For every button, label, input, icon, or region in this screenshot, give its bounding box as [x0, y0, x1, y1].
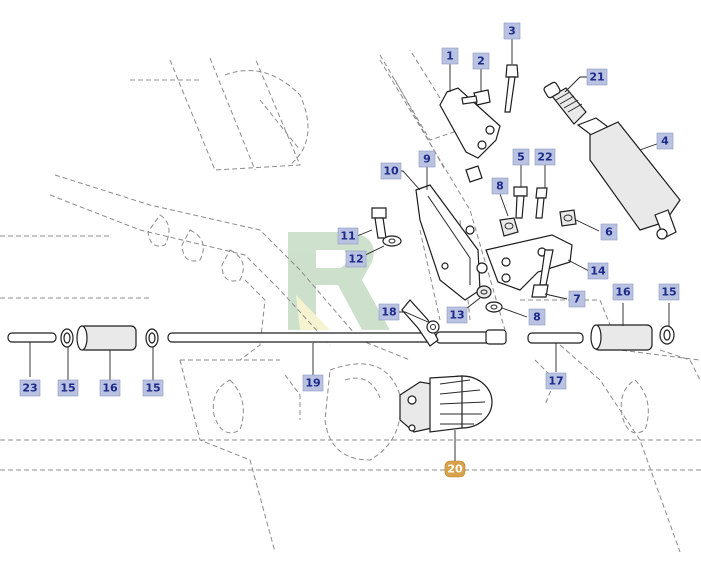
- callout-9: 9: [418, 150, 436, 168]
- svg-text:8: 8: [533, 311, 541, 324]
- callout-15-right: 15: [658, 283, 680, 301]
- shaft-17: [527, 332, 584, 344]
- callout-19: 19: [302, 374, 324, 392]
- callout-13: 13: [446, 306, 468, 324]
- svg-text:21: 21: [589, 71, 604, 84]
- plate-14: [485, 234, 573, 291]
- svg-text:9: 9: [423, 153, 431, 166]
- svg-text:16: 16: [102, 382, 118, 395]
- svg-text:23: 23: [22, 382, 37, 395]
- svg-text:18: 18: [381, 306, 396, 319]
- bushing-16-right: [590, 324, 653, 351]
- callout-labels: 1 2 3 21 4 9 10 5 22 8 6 11 12 14 7 13 8…: [19, 22, 680, 478]
- svg-text:5: 5: [517, 151, 525, 164]
- washer-8-lower: [485, 301, 503, 313]
- callout-17: 17: [545, 372, 567, 390]
- svg-text:3: 3: [508, 25, 516, 38]
- callout-7: 7: [568, 290, 586, 308]
- nut-13: [476, 285, 492, 299]
- callout-4: 4: [656, 132, 674, 150]
- fitting-21: [543, 81, 587, 125]
- bushing-16-left: [76, 325, 137, 351]
- bolt-11: [371, 207, 387, 239]
- callout-16-right: 16: [612, 283, 634, 301]
- dashed-background-frame: [0, 49, 701, 553]
- callout-22: 22: [534, 148, 556, 166]
- callout-10: 10: [380, 162, 402, 180]
- callout-5: 5: [512, 148, 530, 166]
- bolt-22: [535, 187, 548, 219]
- svg-text:6: 6: [605, 226, 613, 239]
- motor-20: [399, 375, 493, 433]
- svg-text:4: 4: [661, 135, 669, 148]
- shaft-19: [167, 332, 437, 343]
- callout-20-highlight[interactable]: 20: [444, 460, 466, 478]
- svg-text:20: 20: [447, 463, 463, 476]
- svg-text:10: 10: [383, 165, 399, 178]
- bolt-2: [461, 89, 491, 106]
- bracket-1: [439, 87, 501, 183]
- bracket-9-10: [415, 184, 488, 301]
- svg-text:15: 15: [145, 382, 160, 395]
- shaft-23: [7, 332, 57, 343]
- nut-6: [559, 209, 577, 227]
- callout-21: 21: [586, 68, 608, 86]
- callout-2: 2: [472, 52, 490, 70]
- shaft-connector: [435, 329, 507, 345]
- callout-23: 23: [19, 379, 41, 397]
- svg-text:11: 11: [340, 230, 355, 243]
- svg-text:2: 2: [477, 55, 485, 68]
- cylinder-4: [576, 117, 681, 240]
- callout-15-a: 15: [57, 379, 79, 397]
- svg-text:19: 19: [305, 377, 320, 390]
- svg-text:1: 1: [446, 50, 454, 63]
- joint-18: [401, 299, 440, 347]
- callout-3: 3: [503, 22, 521, 40]
- svg-text:12: 12: [348, 253, 363, 266]
- callout-1: 1: [441, 47, 459, 65]
- callout-18: 18: [378, 303, 400, 321]
- callout-12: 12: [345, 250, 367, 268]
- nut-8-upper: [499, 217, 519, 237]
- svg-text:22: 22: [537, 151, 552, 164]
- washer-15-c: [659, 325, 675, 345]
- callout-8-lower: 8: [528, 308, 546, 326]
- svg-text:17: 17: [548, 375, 563, 388]
- svg-text:8: 8: [496, 180, 504, 193]
- callout-16-left: 16: [99, 379, 121, 397]
- callout-14: 14: [587, 262, 609, 280]
- callout-15-b: 15: [142, 379, 164, 397]
- svg-text:13: 13: [449, 309, 464, 322]
- svg-text:7: 7: [573, 293, 581, 306]
- svg-text:14: 14: [590, 265, 606, 278]
- callout-8-upper: 8: [491, 177, 509, 195]
- bolt-7: [531, 249, 554, 298]
- washer-15-b: [145, 328, 159, 348]
- bolt-5: [513, 186, 528, 219]
- bolt-3: [504, 64, 519, 113]
- washer-15-a: [60, 328, 74, 348]
- callout-11: 11: [337, 227, 359, 245]
- svg-text:15: 15: [60, 382, 75, 395]
- callout-6: 6: [600, 223, 618, 241]
- washer-12: [382, 235, 402, 247]
- svg-text:15: 15: [661, 286, 676, 299]
- svg-text:16: 16: [615, 286, 631, 299]
